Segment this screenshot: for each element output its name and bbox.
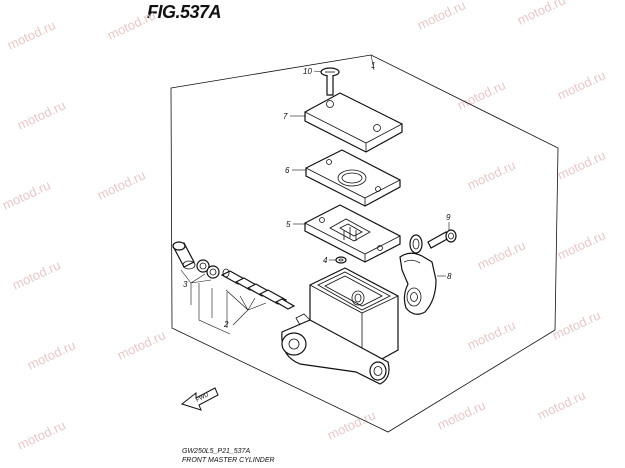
watermark: motod.ru <box>5 17 58 52</box>
callout-8: 8 <box>447 272 452 281</box>
callout-leader-10 <box>313 70 323 73</box>
watermark: motod.ru <box>15 417 68 452</box>
watermark: motod.ru <box>465 317 518 352</box>
master-cylinder-body <box>281 267 399 385</box>
watermark: motod.ru <box>325 407 378 442</box>
watermark: motod.ru <box>435 397 488 432</box>
callout-leader-3 <box>180 269 212 305</box>
callout-leader-1 <box>370 54 375 71</box>
diagram-caption: FRONT MASTER CYLINDER <box>182 457 275 464</box>
watermark: motod.ru <box>10 257 63 292</box>
watermark: motod.ru <box>515 0 568 28</box>
reservoir-cap-part-7 <box>304 92 403 153</box>
washer-part-4 <box>335 256 347 264</box>
bolt-part-9 <box>427 229 457 249</box>
hose-union-part-8 <box>399 234 437 315</box>
gasket-part-5 <box>304 204 401 263</box>
callout-10: 10 <box>303 67 312 76</box>
watermark: motod.ru <box>105 7 158 42</box>
watermark: motod.ru <box>555 67 608 102</box>
callout-7: 7 <box>283 112 288 121</box>
forward-direction-arrow: FWD <box>180 387 219 411</box>
piston-assembly-part-2 <box>220 268 296 310</box>
figure-title: FIG.537A <box>147 2 222 22</box>
callout-9: 9 <box>446 213 451 222</box>
diagram-code: GW250L5_P21_537A <box>182 448 251 455</box>
watermark: motod.ru <box>0 177 53 212</box>
watermark: motod.ru <box>415 0 468 33</box>
callout-4: 4 <box>323 256 328 265</box>
callout-5: 5 <box>286 220 291 229</box>
callout-2: 2 <box>223 320 229 329</box>
watermark: motod.ru <box>15 97 68 132</box>
watermark: motod.ru <box>550 307 603 342</box>
watermark: motod.ru <box>555 147 608 182</box>
watermark: motod.ru <box>25 337 78 372</box>
callout-1: 1 <box>371 61 375 70</box>
callout-6: 6 <box>285 166 290 175</box>
watermark: motod.ru <box>115 327 168 362</box>
watermark: motod.ru <box>95 167 148 202</box>
piston-boot-part-3 <box>172 241 220 279</box>
diaphragm-plate-part-6 <box>305 149 401 207</box>
watermark: motod.ru <box>555 227 608 262</box>
watermark: motod.ru <box>535 387 588 422</box>
screw-part-10 <box>320 67 340 96</box>
watermark: motod.ru <box>475 237 528 272</box>
callout-leader-2 <box>225 289 267 326</box>
callout-3: 3 <box>183 280 188 289</box>
watermark: motod.ru <box>455 77 508 112</box>
callout-bracket-2 <box>198 283 231 335</box>
watermark: motod.ru <box>465 157 518 192</box>
